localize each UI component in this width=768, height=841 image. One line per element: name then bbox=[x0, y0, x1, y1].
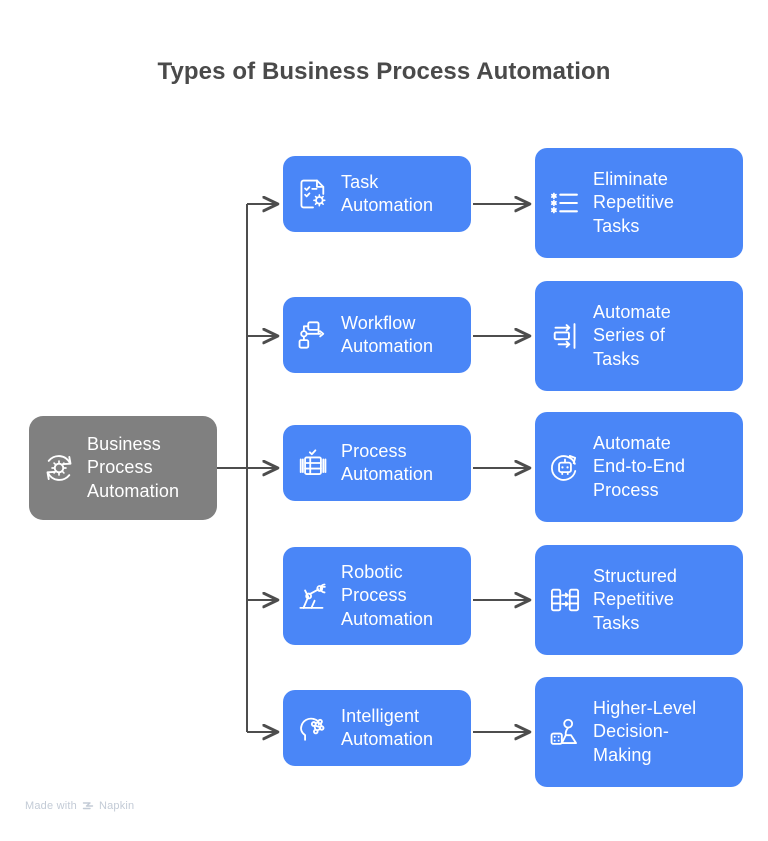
node-automate-series-of-tasks-label: Automate Series of Tasks bbox=[593, 301, 671, 369]
node-eliminate-repetitive-tasks-label: Eliminate Repetitive Tasks bbox=[593, 168, 675, 236]
sparkle-list-icon bbox=[545, 183, 585, 223]
napkin-logo-icon bbox=[82, 800, 94, 812]
node-process-automation-label: Process Automation bbox=[341, 440, 434, 484]
node-eliminate-repetitive-tasks[interactable]: Eliminate Repetitive Tasks bbox=[535, 148, 743, 258]
node-automate-end-to-end-process[interactable]: Automate End-to-End Process bbox=[535, 412, 743, 522]
root-node-label: Business Process Automation bbox=[87, 433, 180, 501]
node-intelligent-automation-label: Intelligent Automation bbox=[341, 705, 434, 749]
made-with-napkin-footer[interactable]: Made with Napkin bbox=[25, 800, 134, 812]
node-intelligent-automation[interactable]: Intelligent Automation bbox=[283, 690, 471, 766]
workflow-nodes-icon bbox=[293, 315, 333, 355]
node-automate-series-of-tasks[interactable]: Automate Series of Tasks bbox=[535, 281, 743, 391]
columns-transfer-icon bbox=[545, 580, 585, 620]
node-robotic-process-automation-label: Robotic Process Automation bbox=[341, 561, 434, 629]
footer-brand: Napkin bbox=[98, 800, 135, 812]
node-task-automation[interactable]: Task Automation bbox=[283, 156, 471, 232]
node-structured-repetitive-tasks[interactable]: Structured Repetitive Tasks bbox=[535, 545, 743, 655]
footer-prefix: Made with bbox=[25, 800, 77, 812]
pawn-dice-icon bbox=[545, 712, 585, 752]
node-higher-level-decision-making-label: Higher-Level Decision- Making bbox=[593, 697, 697, 765]
gear-refresh-cycle-icon bbox=[39, 448, 79, 488]
sequence-arrows-icon bbox=[545, 316, 585, 356]
node-structured-repetitive-tasks-label: Structured Repetitive Tasks bbox=[593, 565, 678, 633]
page-title: Types of Business Process Automation bbox=[157, 58, 611, 85]
node-workflow-automation[interactable]: Workflow Automation bbox=[283, 297, 471, 373]
server-rack-check-icon bbox=[293, 443, 333, 483]
root-node-business-process-automation[interactable]: Business Process Automation bbox=[29, 416, 217, 520]
robotic-arm-icon bbox=[293, 576, 333, 616]
node-robotic-process-automation[interactable]: Robotic Process Automation bbox=[283, 547, 471, 645]
node-workflow-automation-label: Workflow Automation bbox=[341, 312, 434, 356]
ai-brain-head-icon bbox=[293, 708, 333, 748]
node-process-automation[interactable]: Process Automation bbox=[283, 425, 471, 501]
robot-cycle-icon bbox=[545, 447, 585, 487]
node-task-automation-label: Task Automation bbox=[341, 171, 434, 215]
node-higher-level-decision-making[interactable]: Higher-Level Decision- Making bbox=[535, 677, 743, 787]
document-checklist-gear-icon bbox=[293, 174, 333, 214]
node-automate-end-to-end-process-label: Automate End-to-End Process bbox=[593, 432, 686, 500]
